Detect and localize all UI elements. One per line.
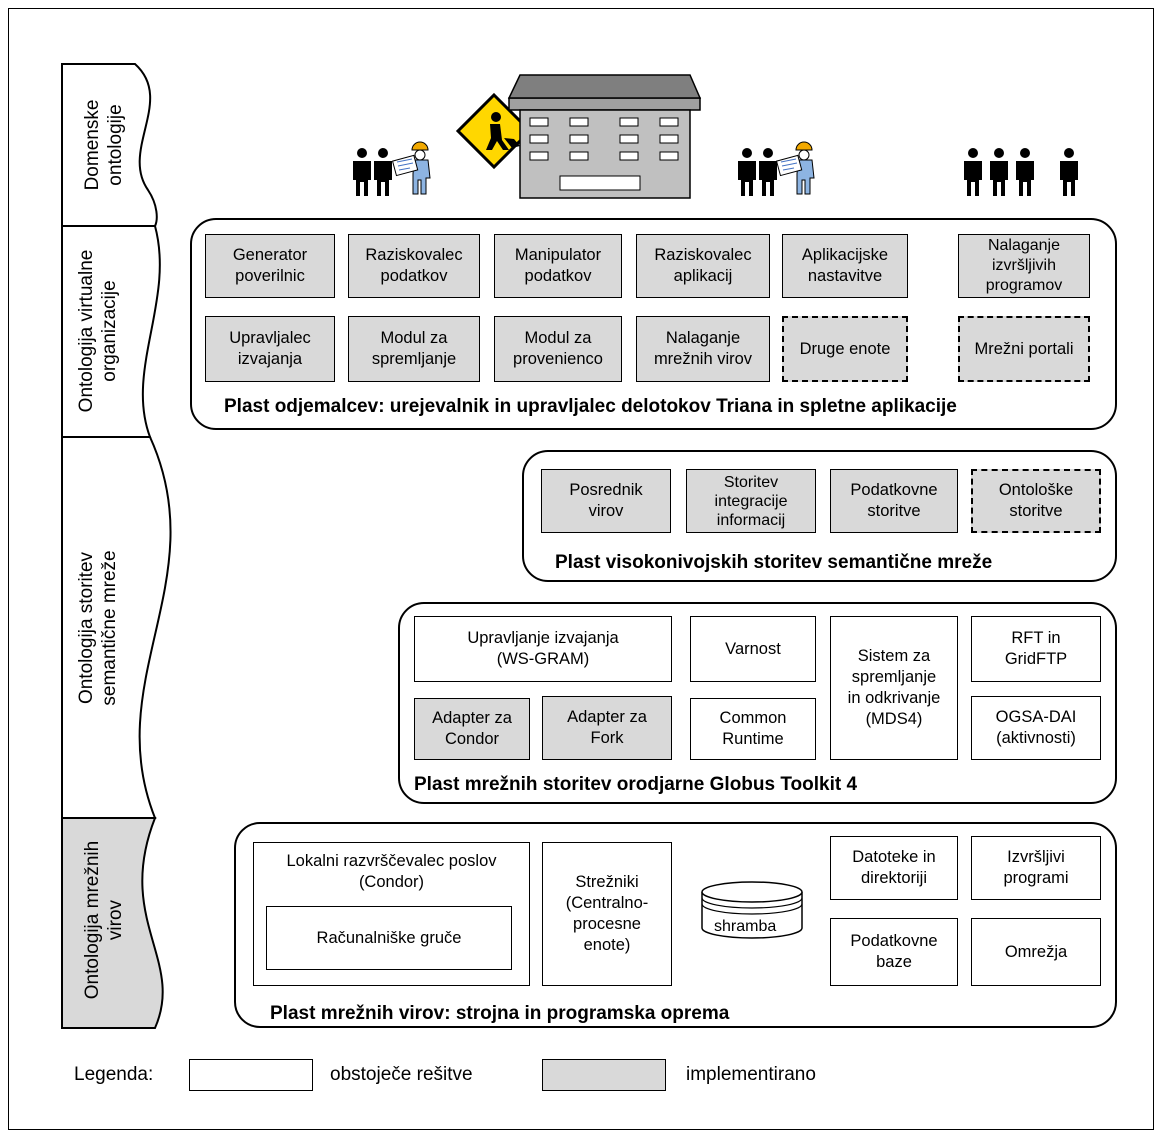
ontology-band-grid	[61, 817, 164, 1029]
resource-box-executables: Izvršljivi programi	[971, 836, 1101, 900]
globus-box-security: Varnost	[690, 616, 816, 682]
client-layer-title: Plast odjemalcev: urejevalnik in upravlj…	[224, 396, 957, 417]
ontology-label-vo: Ontologija virtualne organizacije	[76, 249, 120, 413]
ontology-label-semantic: Ontologija storitev semantične mreže	[76, 550, 120, 706]
globus-box-ws-gram: Upravljanje izvajanja (WS-GRAM)	[414, 616, 672, 682]
client-box-application-explorer: Raziskovalec aplikacij	[636, 234, 770, 298]
ontology-sidebar	[61, 63, 172, 1029]
client-box-exec-loading: Nalaganje izvršljivih programov	[958, 234, 1090, 298]
client-box-provenance-module: Modul za provenienco	[494, 316, 622, 382]
building-icon	[507, 74, 702, 199]
client-box-execution-manager: Upravljalec izvajanja	[205, 316, 335, 382]
client-box-app-settings: Aplikacijske nastavitve	[782, 234, 908, 298]
resource-layer-title: Plast mrežnih virov: strojna in programs…	[270, 1003, 730, 1024]
construction-sign-icon	[455, 92, 533, 170]
client-box-grid-portals: Mrežni portali	[958, 316, 1090, 382]
semantic-layer-title: Plast visokonivojskih storitev semantičn…	[555, 552, 993, 573]
globus-box-common-runtime: Common Runtime	[690, 698, 816, 760]
diagram-frame	[8, 8, 1154, 1130]
ontology-label-grid: Ontologija mrežnih virov	[82, 840, 126, 1000]
storage-label: shramba	[714, 918, 777, 935]
legend-implemented-label: implementirano	[686, 1064, 816, 1085]
resource-box-servers: Strežniki (Centralno- procesne enote)	[542, 842, 672, 986]
storage-icon	[701, 881, 803, 939]
client-box-data-explorer: Raziskovalec podatkov	[348, 234, 480, 298]
client-box-grid-resource-loading: Nalaganje mrežnih virov	[636, 316, 770, 382]
semantic-box-data-services: Podatkovne storitve	[830, 469, 958, 533]
legend-label: Legenda:	[74, 1064, 154, 1085]
semantic-box-ontology-services: Ontološke storitve	[971, 469, 1101, 533]
legend-existing-label: obstoječe rešitve	[330, 1064, 473, 1085]
resource-box-databases: Podatkovne baze	[830, 918, 958, 986]
semantic-box-info-integration: Storitev integracije informacij	[686, 469, 816, 533]
resource-box-networks: Omrežja	[971, 918, 1101, 986]
client-box-data-manipulator: Manipulator podatkov	[494, 234, 622, 298]
people-group-1	[353, 141, 431, 196]
client-box-other-units: Druge enote	[782, 316, 908, 382]
client-box-credential-generator: Generator poverilnic	[205, 234, 335, 298]
semantic-box-resource-broker: Posrednik virov	[541, 469, 671, 533]
resource-scheduler-label: Lokalni razvrščevalec poslov (Condor)	[286, 852, 497, 891]
globus-box-ogsa-dai: OGSA-DAI (aktivnosti)	[971, 696, 1101, 760]
illustration-strip	[353, 74, 1078, 199]
resource-box-files-dirs: Datoteke in direktoriji	[830, 836, 958, 900]
globus-layer-title: Plast mrežnih storitev orodjarne Globus …	[414, 774, 858, 795]
legend-swatch-implemented	[542, 1059, 666, 1091]
people-group-2	[738, 141, 815, 196]
ontology-band-vo	[61, 225, 161, 438]
resource-box-compute-clusters: Računalniške gruče	[266, 906, 512, 970]
globus-box-fork-adapter: Adapter za Fork	[542, 696, 672, 760]
people-group-3	[964, 148, 1078, 196]
globus-box-condor-adapter: Adapter za Condor	[414, 698, 530, 760]
client-box-monitoring-module: Modul za spremljanje	[348, 316, 480, 382]
globus-box-rft-gridftp: RFT in GridFTP	[971, 616, 1101, 682]
ontology-band-domain	[61, 63, 158, 227]
legend-swatch-existing	[189, 1059, 313, 1091]
ontology-band-semantic	[61, 436, 172, 819]
globus-box-mds4: Sistem za spremljanje in odkrivanje (MDS…	[830, 616, 958, 760]
